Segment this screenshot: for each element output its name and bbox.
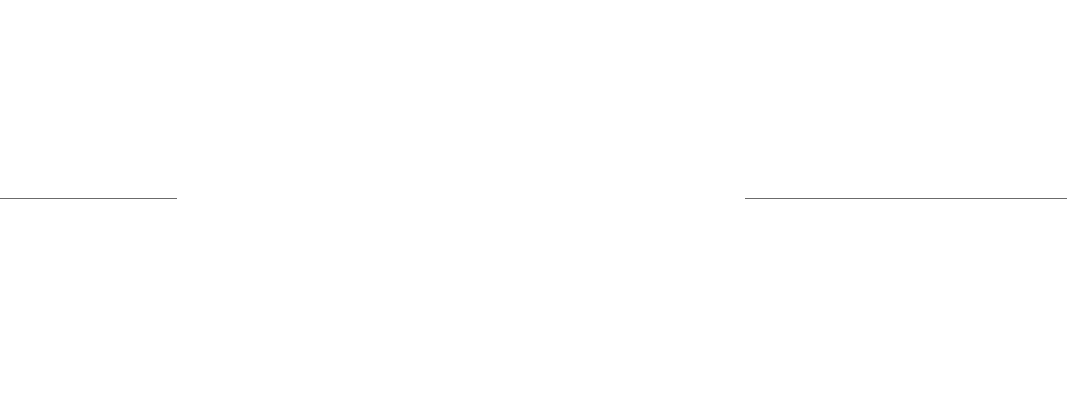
left-divider-line xyxy=(0,198,177,199)
right-divider-line xyxy=(745,198,1067,199)
divider-center-gap xyxy=(177,188,745,208)
